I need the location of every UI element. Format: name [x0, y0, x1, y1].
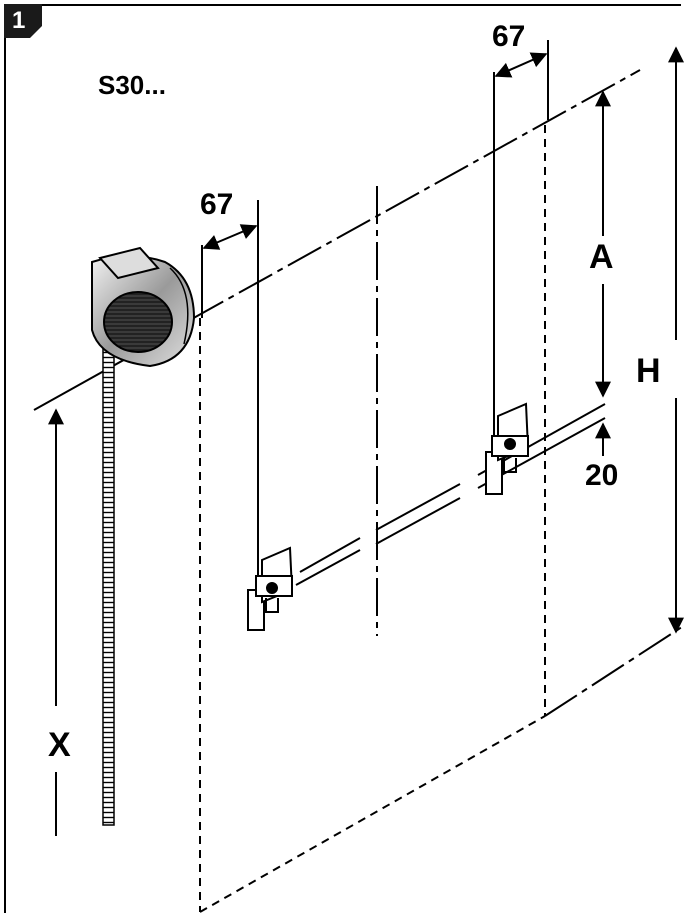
dimension-20-label: 20 — [585, 459, 619, 492]
figure-frame — [4, 4, 681, 913]
bracket-rail — [295, 403, 606, 586]
dimension-h-label: H — [636, 352, 661, 390]
badge-corner — [30, 26, 42, 38]
dimension-67-right-label: 67 — [492, 20, 526, 53]
model-label: S30... — [98, 70, 166, 100]
bead-chain-icon — [102, 339, 115, 826]
step-number-badge: 1 — [4, 4, 42, 38]
dimension-67-left — [201, 200, 259, 600]
dimension-x-label: X — [48, 726, 71, 764]
wall-bracket-icon — [247, 402, 530, 631]
dimension-67-left-label: 67 — [200, 188, 234, 221]
step-number: 1 — [12, 7, 26, 34]
blind-bottom-line — [544, 624, 685, 717]
roller-axis-top — [189, 69, 641, 321]
dimension-67-right — [493, 40, 549, 480]
roller-mechanism-icon — [91, 246, 196, 368]
blind-outline — [199, 125, 546, 913]
dimension-a-label: A — [589, 238, 614, 276]
